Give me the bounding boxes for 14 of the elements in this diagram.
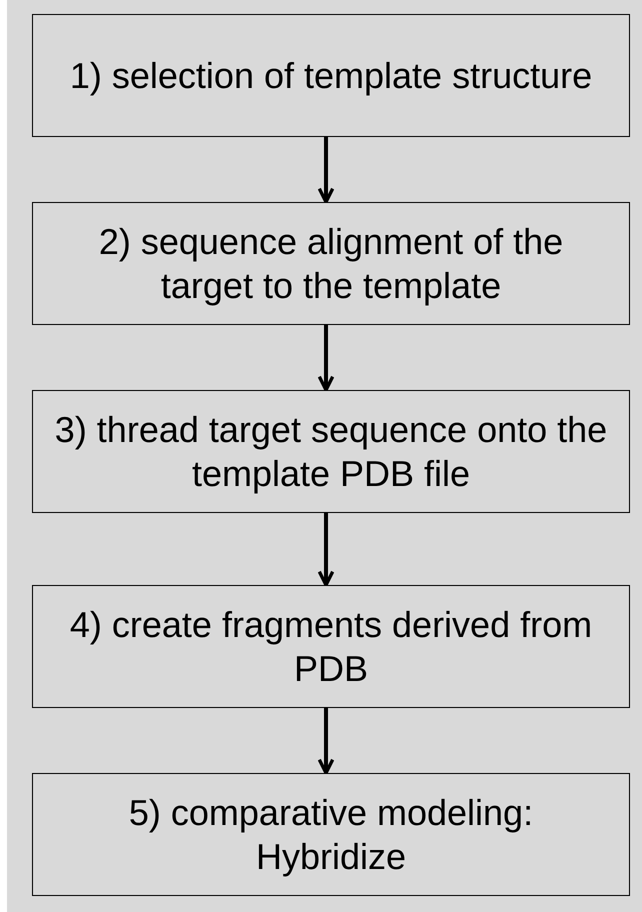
process-box xyxy=(32,14,630,137)
process-box xyxy=(32,773,630,896)
arrow xyxy=(318,137,334,204)
step-text: 4) create fragments derived from PDB xyxy=(68,603,594,690)
arrow xyxy=(318,708,334,775)
step-text: 3) thread target sequence onto the template PDB file xyxy=(54,408,608,495)
process-box xyxy=(32,390,630,513)
process-box xyxy=(32,202,630,325)
arrow xyxy=(318,325,334,392)
step-text: 1) selection of template structure xyxy=(70,54,592,98)
step-text: 5) comparative modeling: Hybridize xyxy=(128,791,534,878)
process-box xyxy=(32,585,630,708)
step-text: 2) sequence alignment of the target to the template xyxy=(98,220,564,307)
arrow xyxy=(318,513,334,587)
